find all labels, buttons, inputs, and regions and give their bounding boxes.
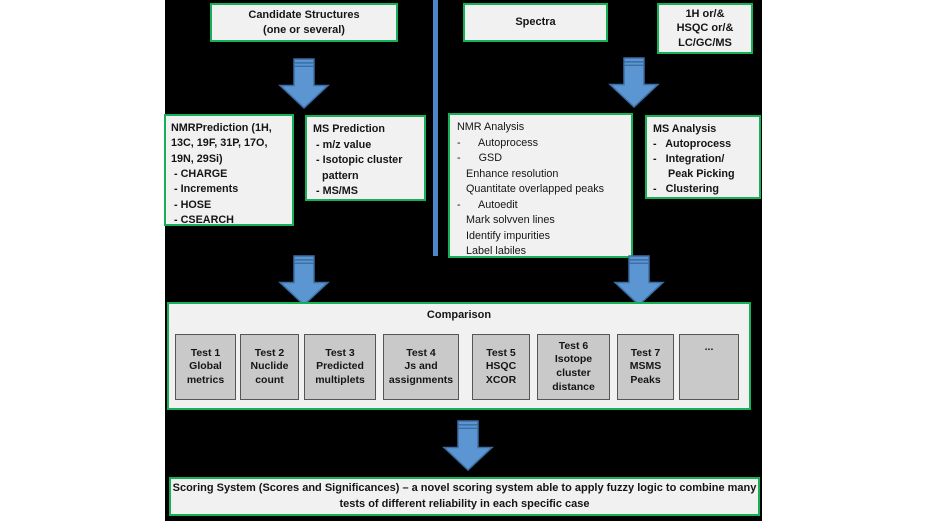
down-arrow-scoring-icon	[442, 420, 494, 472]
test-box-4: Test 4 Js and assignments	[383, 334, 459, 400]
box-nmr-analysis: NMR Analysis - Autoprocess - GSD Enhance…	[448, 113, 633, 258]
test-box-more: ...	[679, 334, 739, 400]
down-arrow-prediction-icon	[278, 255, 330, 307]
box-scoring-system: Scoring System (Scores and Significances…	[169, 477, 760, 516]
down-arrow-spectra-icon	[608, 57, 660, 109]
down-arrow-candidate-icon	[278, 58, 330, 110]
comparison-title: Comparison	[426, 309, 492, 321]
test-box-7: Test 7 MSMS Peaks	[617, 334, 674, 400]
test-box-2: Test 2 Nuclide count	[240, 334, 299, 400]
divider-line	[433, 0, 438, 256]
box-ms-prediction: MS Prediction - m/z value - Isotopic clu…	[305, 115, 426, 201]
box-spectra: Spectra	[463, 3, 608, 42]
box-candidate-structures: Candidate Structures (one or several)	[210, 3, 398, 42]
box-ms-analysis: MS Analysis - Autoprocess - Integration/…	[645, 115, 761, 199]
test-box-6: Test 6 Isotope cluster distance	[537, 334, 610, 400]
test-box-3: Test 3 Predicted multiplets	[304, 334, 376, 400]
test-box-1: Test 1 Global metrics	[175, 334, 236, 400]
box-input-experiments: 1H or/& HSQC or/& LC/GC/MS	[657, 3, 753, 54]
box-comparison: Comparison Test 1 Global metrics Test 2 …	[167, 302, 751, 410]
test-box-5: Test 5 HSQC XCOR	[472, 334, 530, 400]
down-arrow-analysis-icon	[613, 255, 665, 307]
box-nmr-prediction: NMRPrediction (1H, 13C, 19F, 31P, 17O, 1…	[164, 114, 294, 226]
